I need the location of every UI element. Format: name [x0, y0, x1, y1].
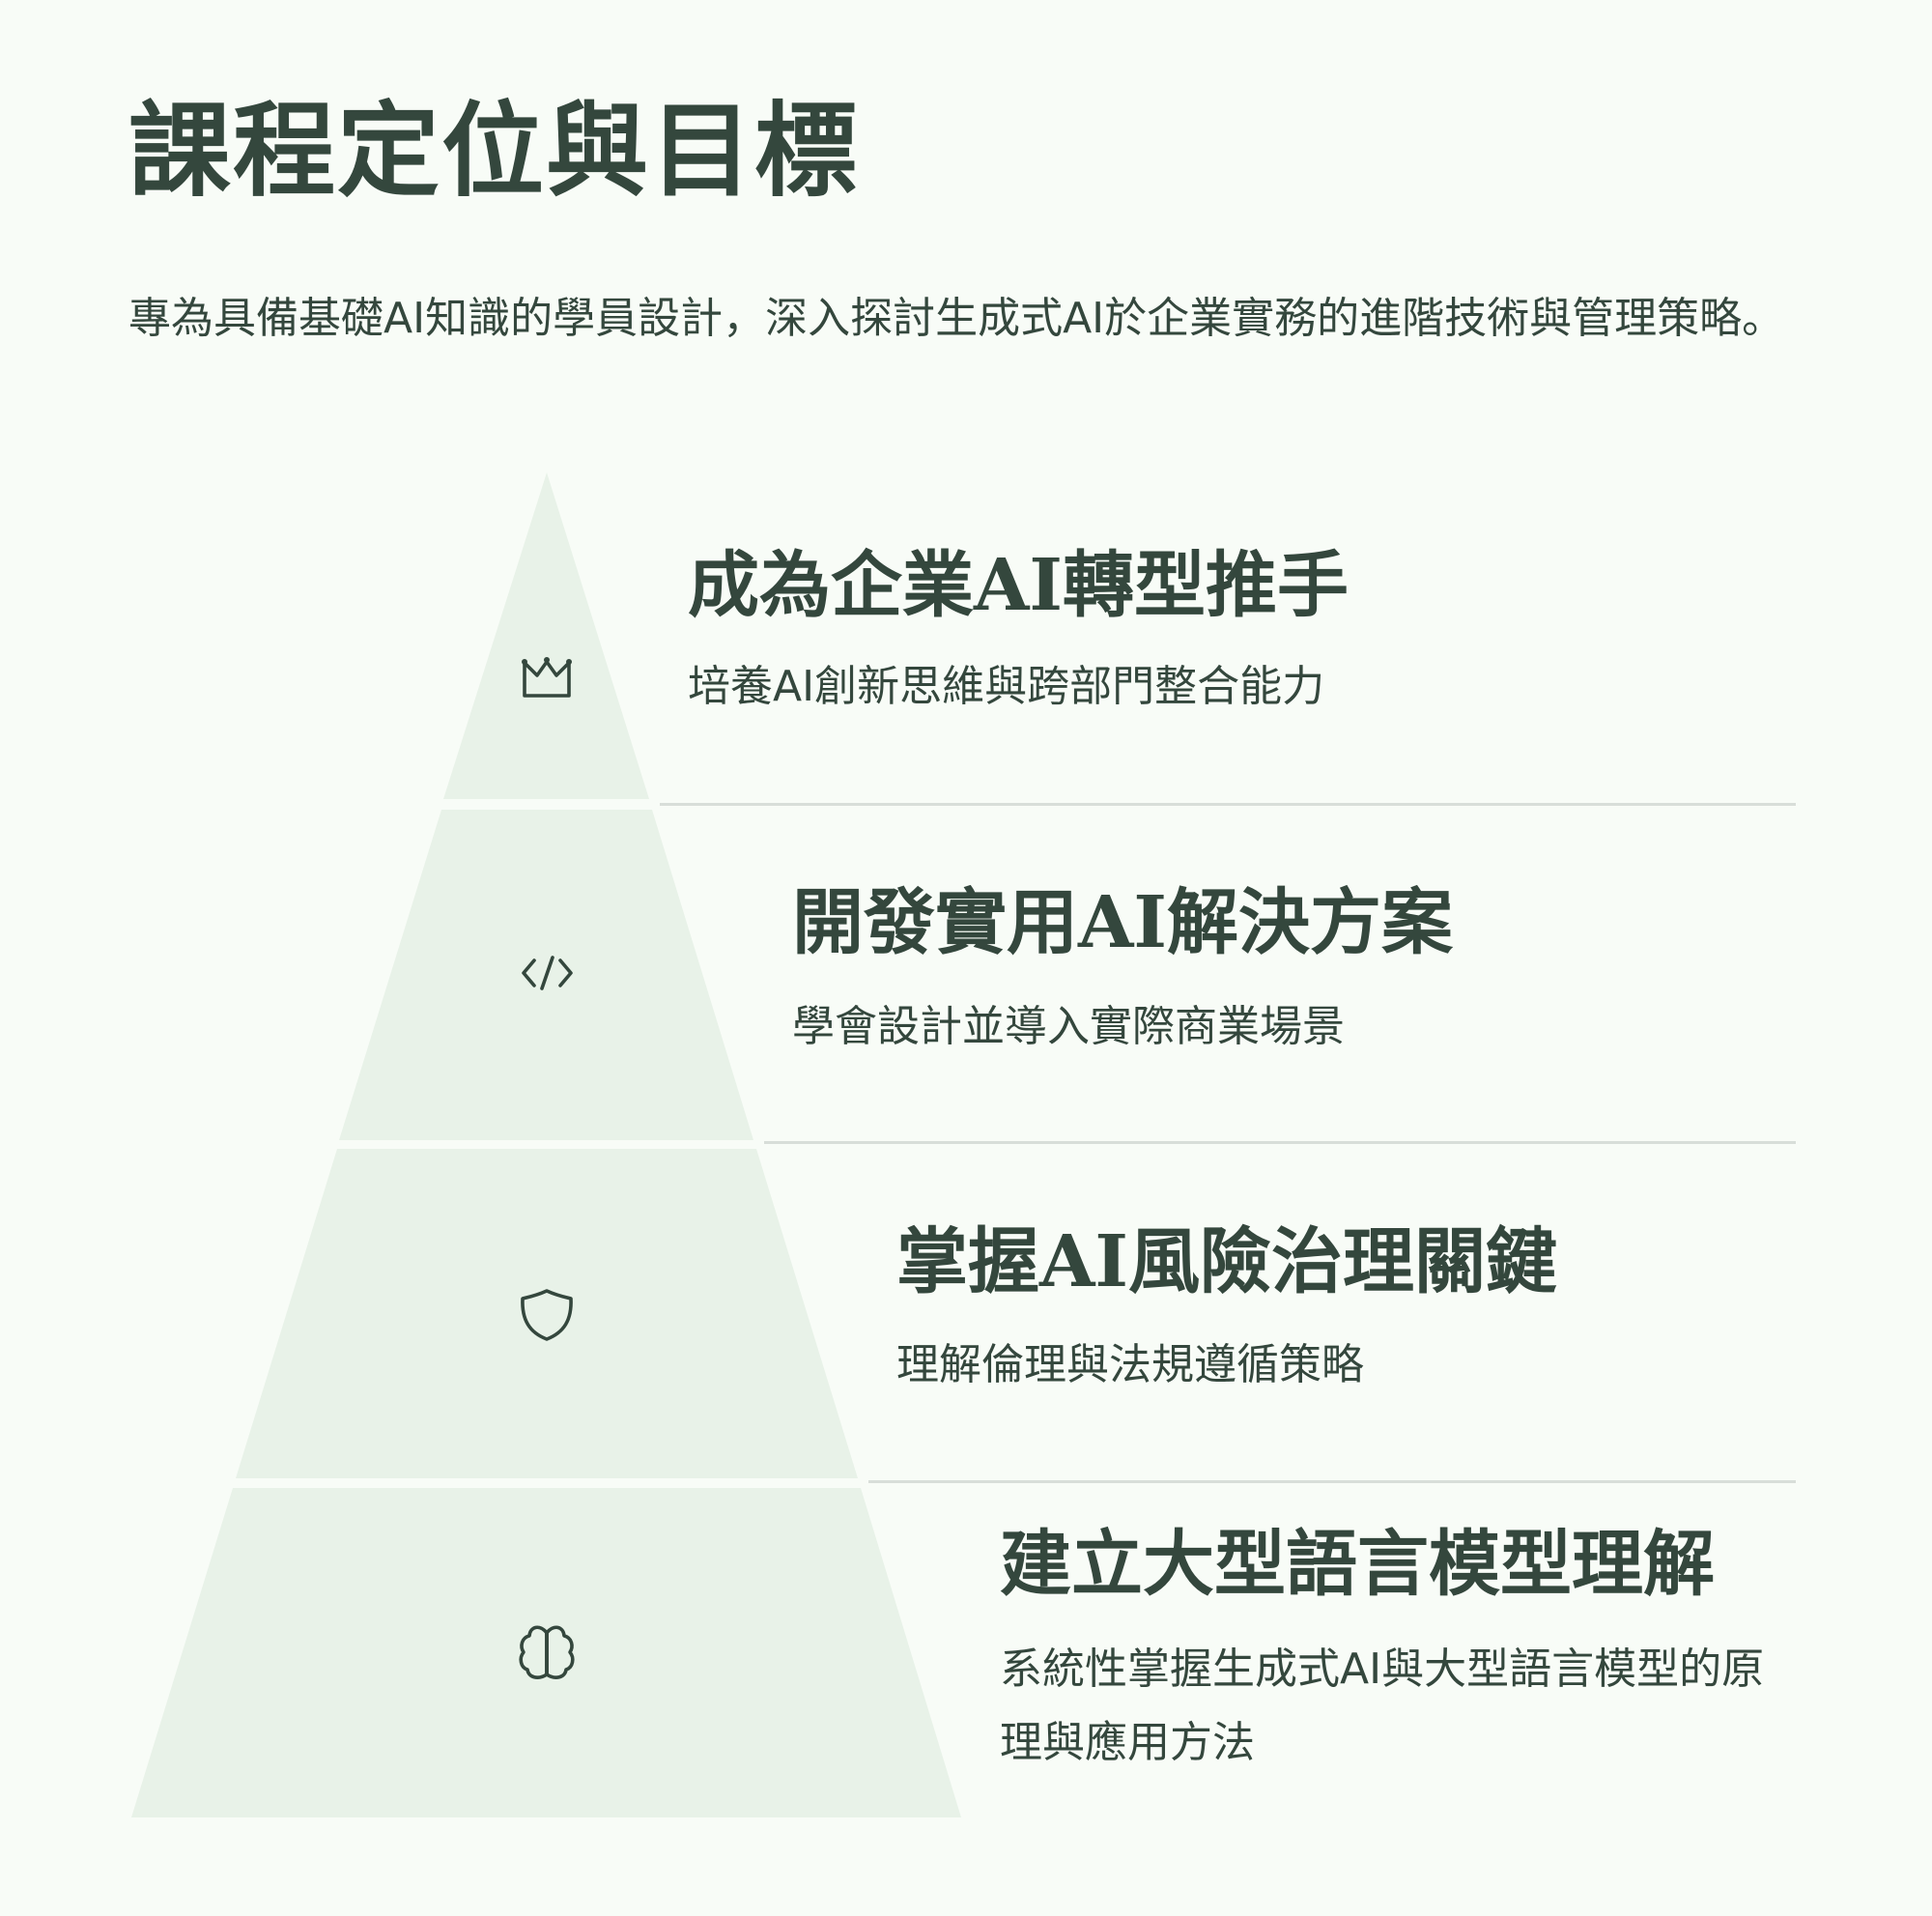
crown-icon: [522, 657, 572, 698]
tier-1-description: 培養AI創新思維與跨部門整合能力: [688, 662, 1325, 711]
tier-4-heading: 建立大型語言模型理解: [1000, 1523, 1715, 1606]
brain-icon: [519, 1625, 575, 1679]
tier-2-divider: [764, 1141, 1796, 1144]
page-title: 課程定位與目標: [128, 92, 859, 211]
tier-3-description: 理解倫理與法規遵循策略: [896, 1340, 1364, 1389]
pyramid-tier-1: [443, 472, 649, 799]
code-icon: [522, 956, 573, 990]
pyramid-tier-3: [236, 1149, 858, 1478]
tier-3-divider: [868, 1480, 1796, 1483]
tier-1-heading: 成為企業AI轉型推手: [688, 544, 1350, 627]
tier-4-description: 系統性掌握生成式AI與大型語言模型的原理與應用方法: [1000, 1644, 1765, 1767]
intro-text: 專為具備基礎AI知識的學員設計，深入探討生成式AI於企業實務的進階技術與管理策略…: [128, 294, 1785, 343]
tier-3-heading: 掌握AI風險治理關鍵: [896, 1220, 1558, 1303]
shield-icon: [521, 1289, 573, 1341]
tier-1-divider: [660, 803, 1796, 806]
tier-2-heading: 開發實用AI解決方案: [792, 881, 1454, 964]
tier-2-description: 學會設計並導入實際商業場景: [792, 1002, 1345, 1051]
